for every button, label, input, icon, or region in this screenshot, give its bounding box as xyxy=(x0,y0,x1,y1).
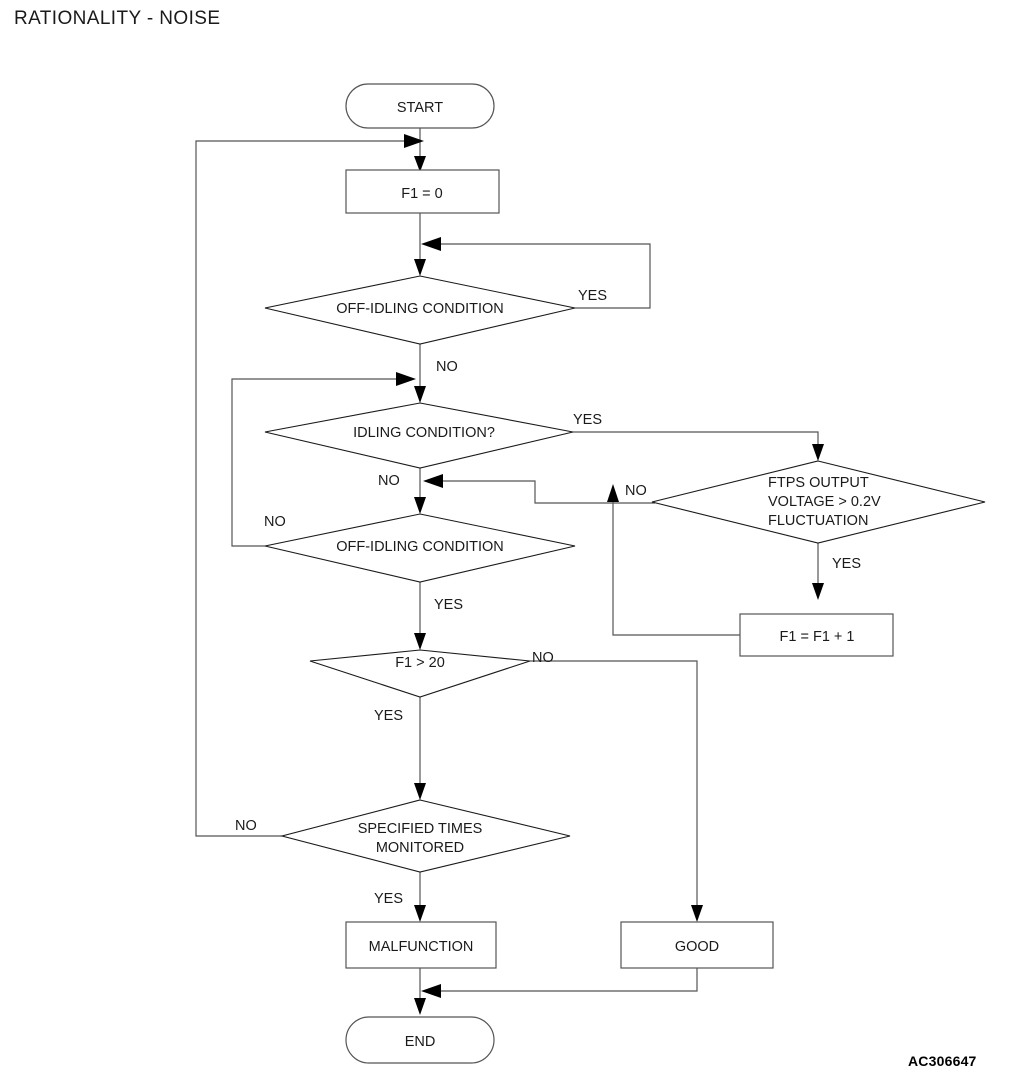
node-good[interactable]: GOOD xyxy=(620,921,774,969)
edge-ftps-yes-to-f1inc xyxy=(812,543,824,600)
node-ftps-line-1: FTPS OUTPUT xyxy=(768,475,869,491)
edge-malfunction-and-good-to-end xyxy=(414,968,698,1015)
node-f1-greater-than-20-label: F1 > 20 xyxy=(395,655,445,671)
edge-label-f1gt20-no: NO xyxy=(532,650,554,666)
node-f1-increment[interactable]: F1 = F1 + 1 xyxy=(739,613,894,657)
node-malfunction-label: MALFUNCTION xyxy=(369,939,474,955)
page-title: RATIONALITY - NOISE xyxy=(14,8,221,29)
edge-label-ftps-yes: YES xyxy=(832,556,861,572)
node-specified-times-monitored[interactable]: SPECIFIED TIMES MONITORED xyxy=(279,799,571,873)
node-off-idling-condition-1[interactable]: OFF-IDLING CONDITION xyxy=(264,275,576,345)
node-specified-times-line-2: MONITORED xyxy=(376,840,464,856)
node-ftps-line-2: VOLTAGE > 0.2V xyxy=(768,494,881,510)
edge-label-idling-yes: YES xyxy=(573,412,602,428)
edge-offidle1-yes-loop xyxy=(421,237,651,309)
edge-idling-yes-to-ftps xyxy=(573,431,824,461)
edge-label-offidle2-yes: YES xyxy=(434,597,463,613)
node-f1-init[interactable]: F1 = 0 xyxy=(345,169,500,214)
edge-label-offidle2-no: NO xyxy=(264,514,286,530)
node-idling-condition[interactable]: IDLING CONDITION? xyxy=(264,402,574,469)
edge-f1gt20-yes-to-spec xyxy=(414,697,426,800)
node-off-idling-condition-2-label: OFF-IDLING CONDITION xyxy=(336,539,504,555)
edge-offidle2-yes-to-f1gt20 xyxy=(414,582,426,650)
edge-label-f1gt20-yes: YES xyxy=(374,708,403,724)
edge-label-idling-no: NO xyxy=(378,473,400,489)
edge-f1gt20-no-to-good xyxy=(530,660,703,922)
node-off-idling-condition-2[interactable]: OFF-IDLING CONDITION xyxy=(264,513,576,583)
node-start-label: START xyxy=(397,100,443,116)
edge-idling-no-to-offidle2 xyxy=(414,468,426,514)
edge-label-offidle1-yes: YES xyxy=(578,288,607,304)
edge-spec-no-loopback xyxy=(195,134,424,837)
node-malfunction[interactable]: MALFUNCTION xyxy=(345,921,497,969)
edge-label-offidle1-no: NO xyxy=(436,359,458,375)
edge-offidle2-no-loopback xyxy=(231,372,416,547)
edge-start-to-f1init xyxy=(414,128,426,172)
node-ftps-line-3: FLUCTUATION xyxy=(768,513,868,529)
node-end[interactable]: END xyxy=(345,1016,495,1064)
reference-code: AC306647 xyxy=(908,1053,977,1069)
node-f1-greater-than-20[interactable]: F1 > 20 xyxy=(309,649,531,698)
node-ftps-voltage-fluctuation[interactable]: FTPS OUTPUT VOLTAGE > 0.2V FLUCTUATION xyxy=(651,460,986,544)
edge-f1inc-return xyxy=(607,484,740,636)
edge-f1init-to-offidle1 xyxy=(414,213,426,276)
node-specified-times-line-1: SPECIFIED TIMES xyxy=(358,821,483,837)
edge-spec-yes-to-malfunction xyxy=(414,872,426,922)
node-off-idling-condition-1-label: OFF-IDLING CONDITION xyxy=(336,301,504,317)
node-start[interactable]: START xyxy=(345,83,495,129)
edge-label-spec-no: NO xyxy=(235,818,257,834)
node-good-label: GOOD xyxy=(675,939,719,955)
node-idling-condition-label: IDLING CONDITION? xyxy=(353,425,495,441)
edge-label-spec-yes: YES xyxy=(374,891,403,907)
node-end-label: END xyxy=(405,1034,436,1050)
edge-ftps-no-to-idling-trunk xyxy=(423,474,655,504)
node-f1-init-label: F1 = 0 xyxy=(401,186,443,202)
node-f1-increment-label: F1 = F1 + 1 xyxy=(780,629,855,645)
edge-label-ftps-no: NO xyxy=(625,483,647,499)
edge-offidle1-no-to-idling xyxy=(414,344,426,403)
